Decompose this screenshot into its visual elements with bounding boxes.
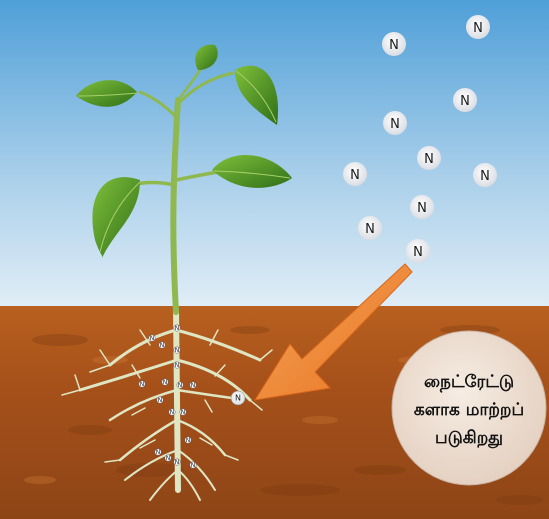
nodule-label: N <box>175 325 180 332</box>
nitrogen-atom-label: N <box>365 222 375 237</box>
nitrogen-atom-label: N <box>417 201 427 216</box>
nitrogen-atom-label: N <box>413 245 423 260</box>
nodule-label: N <box>191 462 196 469</box>
nitrogen-atom: N <box>466 15 490 39</box>
nodule-label: N <box>163 379 168 386</box>
callout-bubble: நைட்ரேட்டு களாக மாற்றப் படுகிறது <box>392 331 546 485</box>
nodule-label: N <box>178 382 183 389</box>
nodule-label: N <box>170 409 175 416</box>
nodule-label: N <box>160 342 165 349</box>
nitrogen-atom-label: N <box>424 152 434 167</box>
nitrogen-atom-label: N <box>389 38 399 53</box>
nodule-label: N <box>175 362 180 369</box>
sky-background <box>0 0 549 320</box>
callout-line-2: களாக மாற்றப் <box>414 400 524 420</box>
nodule-label: N <box>191 382 196 389</box>
nodule-label: N <box>186 437 191 444</box>
nitrogen-atom: N <box>453 88 477 112</box>
root-nitrogen-label: N <box>235 394 241 403</box>
callout-line-3: படுகிறது <box>435 428 503 448</box>
nodule-label: N <box>166 455 171 462</box>
callout-line-1: நைட்ரேட்டு <box>424 372 514 392</box>
nodule-label: N <box>158 397 163 404</box>
nitrogen-atom-label: N <box>350 168 360 183</box>
nitrogen-atom-label: N <box>390 117 400 132</box>
root-nitrogen-atom: N <box>231 391 245 405</box>
nitrogen-atom: N <box>473 163 497 187</box>
nitrogen-atom: N <box>343 162 367 186</box>
nitrogen-atom: N <box>406 239 430 263</box>
nodule-label: N <box>150 335 155 342</box>
nitrogen-atom-label: N <box>473 21 483 36</box>
nodule-label: N <box>175 459 180 466</box>
nodule-label: N <box>175 347 180 354</box>
nitrogen-atom: N <box>382 32 406 56</box>
nitrogen-atom: N <box>410 195 434 219</box>
nitrogen-atom: N <box>358 216 382 240</box>
nitrogen-atom: N <box>417 146 441 170</box>
nitrogen-atom-label: N <box>480 169 490 184</box>
nitrogen-atom: N <box>383 111 407 135</box>
nitrogen-atom-label: N <box>460 94 470 109</box>
nodule-label: N <box>156 449 161 456</box>
nodule-label: N <box>140 381 145 388</box>
nodule-label: N <box>181 409 186 416</box>
